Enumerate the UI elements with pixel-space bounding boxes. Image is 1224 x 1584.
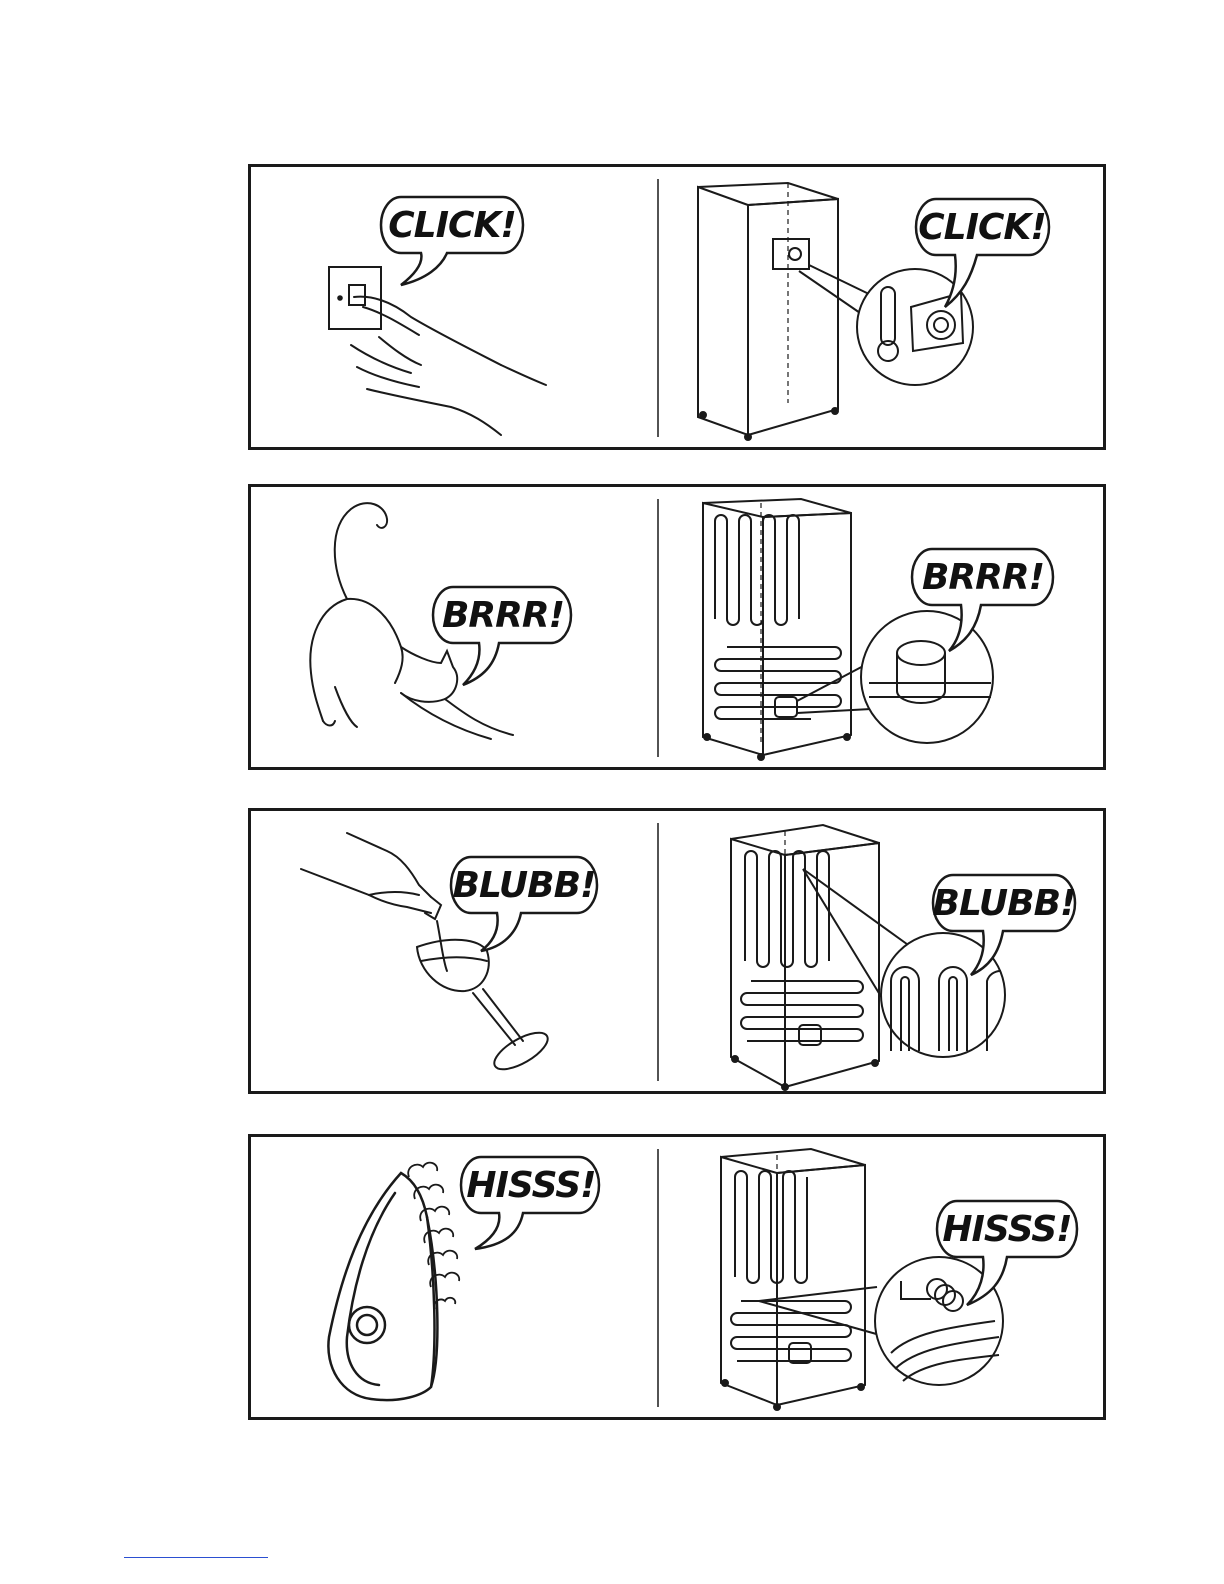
speech-bubble-left: CLICK! (381, 197, 523, 285)
sound-label-left: HISSS! (466, 1165, 595, 1206)
sound-label-left: BLUBB! (453, 865, 596, 906)
panel-brrr: BRRR! BRRR! (248, 484, 1106, 770)
speech-bubble-left: BLUBB! (451, 857, 597, 951)
speech-bubble-left: HISSS! (461, 1157, 599, 1249)
sound-label-right: BLUBB! (933, 883, 1076, 924)
fridge-icon (703, 499, 851, 760)
sound-label-left: BRRR! (442, 595, 564, 636)
panel-brrr-illustration: BRRR! BRRR! (251, 487, 1103, 767)
fridge-icon (721, 1149, 865, 1410)
sound-label-right: BRRR! (922, 557, 1044, 598)
panel-hisss-illustration: HISSS! HISSS! (251, 1137, 1103, 1417)
panel-blubb-illustration: BLUBB! BLUBB! (251, 811, 1103, 1091)
thermostat-icon (773, 239, 973, 385)
wine-glass-icon (417, 921, 553, 1076)
panel-click-illustration: CLICK! CLICK! (251, 167, 1103, 447)
steam-iron-icon (328, 1173, 437, 1400)
wine-bottle-icon (301, 833, 441, 919)
sound-label-right: CLICK! (918, 207, 1046, 248)
panel-blubb: BLUBB! BLUBB! (248, 808, 1106, 1094)
sound-label-left: CLICK! (388, 205, 516, 246)
speech-bubble-left: BRRR! (433, 587, 571, 685)
panel-hisss: HISSS! HISSS! (248, 1134, 1106, 1420)
footer-rule (124, 1557, 268, 1558)
panel-click: CLICK! CLICK! (248, 164, 1106, 450)
fridge-icon (698, 183, 838, 440)
sound-label-right: HISSS! (942, 1209, 1071, 1250)
